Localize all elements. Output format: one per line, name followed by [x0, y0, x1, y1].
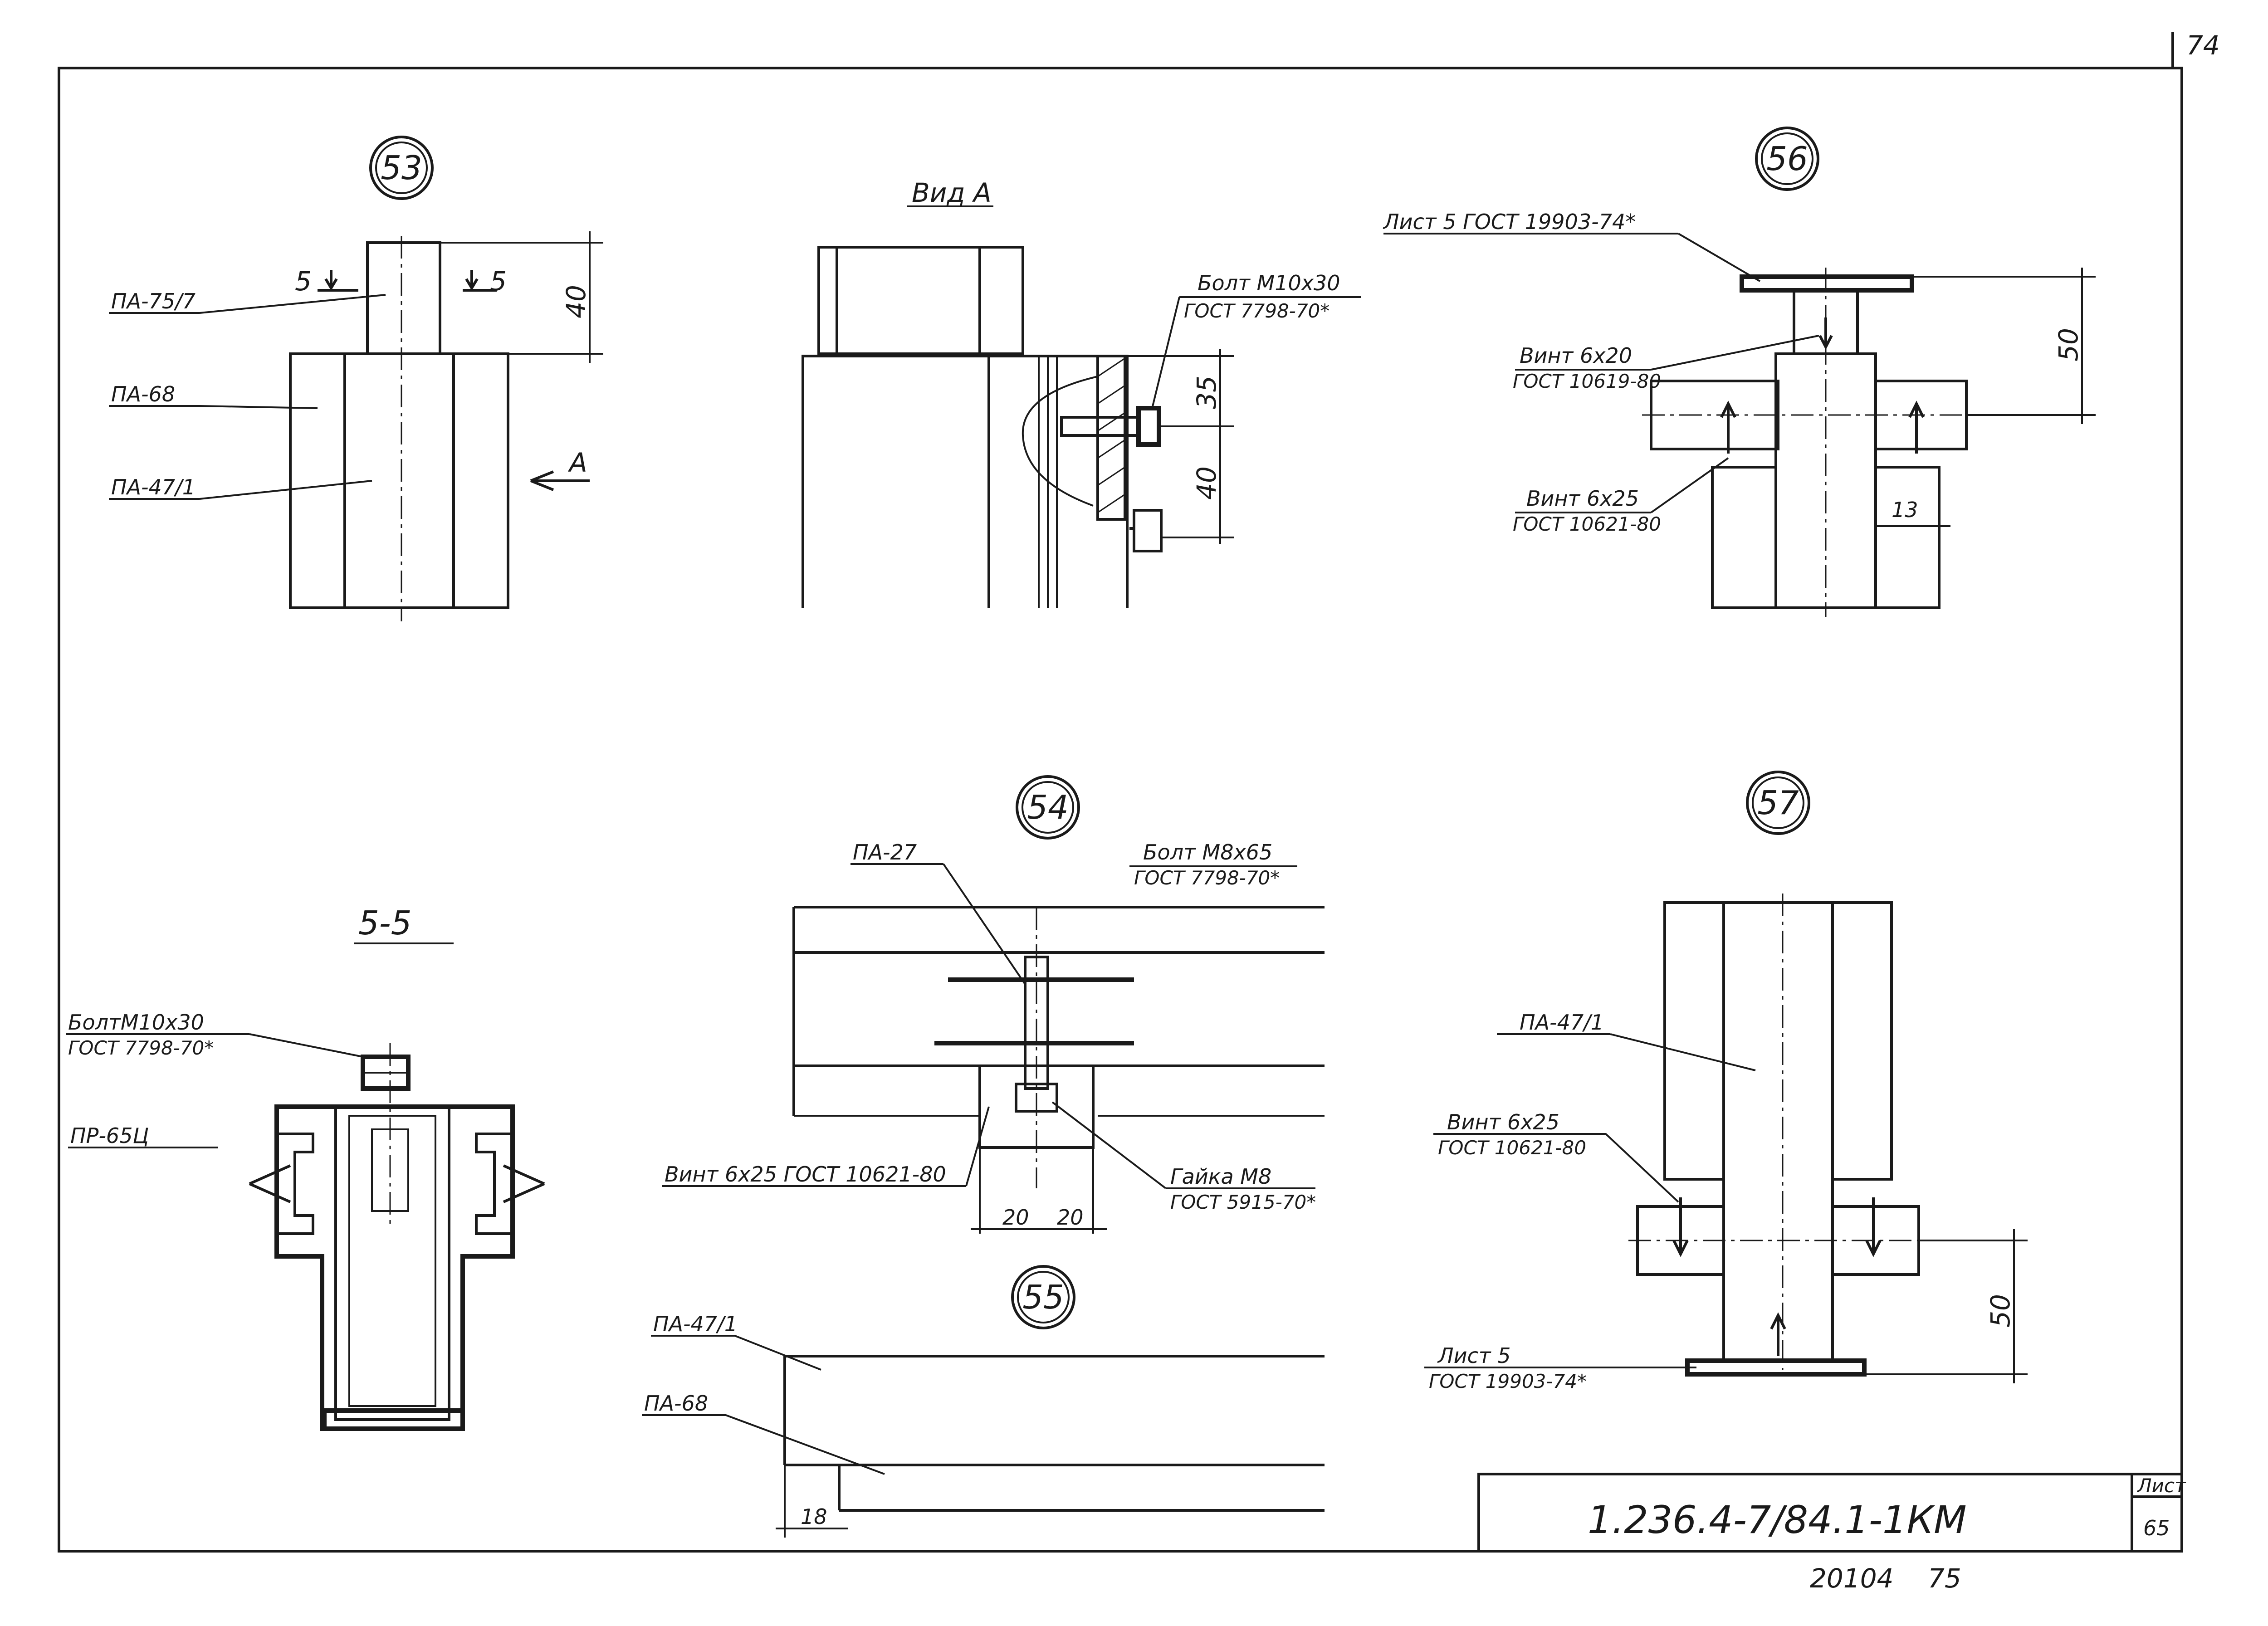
d56-screw1-label: Винт 6х20 [1520, 343, 1632, 368]
d56-dim-13: 13 [1892, 498, 1918, 522]
d57-sheet-std: ГОСТ 19903-74* [1429, 1370, 1587, 1392]
view-a-bolt-std: ГОСТ 7798-70* [1184, 300, 1330, 322]
detail-55: 55 18 ПА-47/1 ПА-68 [642, 1265, 1325, 1538]
s55-profile-label: ПР-65Ц [70, 1123, 149, 1148]
footer-inventory: 20104 [1810, 1563, 1894, 1594]
d54-nut-std: ГОСТ 5915-70* [1170, 1191, 1316, 1213]
d54-bolt-std: ГОСТ 7798-70* [1134, 867, 1280, 889]
d56-screw2-std: ГОСТ 10621-80 [1513, 513, 1661, 535]
detail-54: 54 ПА-27 Болт М8х65 ГОСТ 7798-70* Винт 6… [662, 775, 1325, 1234]
d54-dim-20a: 20 [1002, 1205, 1029, 1230]
detail-53-marker [369, 136, 434, 200]
d54-dim-20b: 20 [1057, 1205, 1084, 1230]
d56-sheet-label: Лист 5 ГОСТ 19903-74* [1383, 210, 1636, 234]
section-5-5-title: 5-5 [358, 904, 412, 942]
sheet-frame [58, 67, 2183, 1553]
s55-bolt-label: БолтМ10х30 [68, 1010, 204, 1035]
d54-pa-label: ПА-27 [853, 840, 917, 864]
section-5-5: 5-5 БолтМ10х30 ГОСТ 7798-70* ПР-65Ц [66, 904, 545, 1431]
detail-55-number: 55 [1022, 1278, 1064, 1316]
d57-pa-label: ПА-47/1 [1520, 1010, 1604, 1035]
section-mark-right: 5 [490, 266, 507, 297]
d56-screw2-label: Винт 6х25 [1526, 486, 1639, 511]
s55-bolt-std: ГОСТ 7798-70* [68, 1037, 214, 1059]
detail-56-number: 56 [1766, 140, 1808, 178]
d53-dim-40: 40 [561, 285, 591, 318]
d57-screw-label: Винт 6х25 [1447, 1110, 1559, 1134]
d57-sheet-label: Лист 5 [1437, 1343, 1510, 1368]
view-arrow-a: А [567, 447, 587, 478]
d57-dim-50: 50 [1985, 1294, 2016, 1328]
d54-bolt-label: Болт М8х65 [1143, 840, 1272, 864]
title-block-sheet-number: 65 [2143, 1516, 2170, 1540]
detail-56: 56 Лист 5 ГОСТ 19903-74* Винт 6х20 ГОСТ … [1383, 127, 2096, 617]
detail-57-number: 57 [1757, 784, 1799, 822]
view-a-dim-40: 40 [1191, 466, 1222, 500]
view-a-dim-35: 35 [1191, 376, 1222, 409]
d54-screw-label: Винт 6х25 ГОСТ 10621-80 [665, 1162, 946, 1187]
section-mark-left: 5 [295, 266, 312, 297]
d55-label2: ПА-68 [644, 1391, 708, 1416]
label-pa-68: ПА-68 [111, 382, 175, 406]
detail-53-number: 53 [381, 149, 422, 187]
label-pa-75-7: ПА-75/7 [111, 289, 196, 313]
view-a-title: Вид А [912, 177, 992, 208]
detail-53: 53 5 5 40 ПА-75/7 ПА-68 ПА-47/1 А [109, 136, 603, 621]
view-a: Вид А 35 40 [802, 177, 1361, 608]
d55-dim-18: 18 [801, 1504, 827, 1529]
d56-screw1-std: ГОСТ 10619-80 [1513, 370, 1661, 392]
d56-dim-50: 50 [2053, 328, 2084, 361]
title-block-code: 1.236.4-7/84.1-1КМ [1588, 1498, 1967, 1542]
footer-page: 75 [1928, 1563, 1961, 1594]
d55-label1: ПА-47/1 [653, 1312, 738, 1336]
title-block-sheet-header: Лист [2136, 1475, 2186, 1497]
detail-53-marker-inner [375, 142, 428, 194]
d57-screw-std: ГОСТ 10621-80 [1438, 1137, 1586, 1159]
label-pa-47-1: ПА-47/1 [111, 475, 196, 499]
detail-54-number: 54 [1027, 788, 1069, 826]
title-block: 1.236.4-7/84.1-1КМ Лист 65 [1477, 1473, 2186, 1553]
page-number-top: 74 [2186, 30, 2220, 61]
detail-57: 57 ПА-47/1 Винт 6х25 ГОСТ 10621-80 Лист … [1424, 771, 2028, 1392]
view-a-bolt-label: Болт М10х30 [1198, 271, 1340, 295]
d54-nut-label: Гайка М8 [1170, 1164, 1271, 1189]
